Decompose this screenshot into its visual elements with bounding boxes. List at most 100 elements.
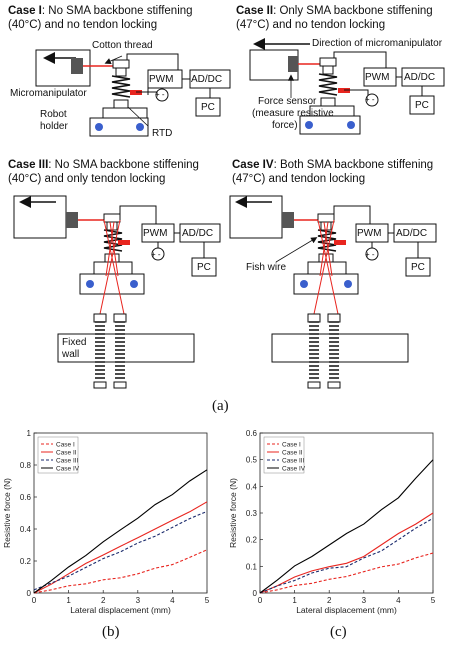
x-tick-label: 1 — [66, 596, 71, 605]
series-line-case-iii — [259, 517, 434, 594]
fixed-wall-label-1: Fixed — [62, 337, 87, 348]
pc-box — [195, 97, 221, 117]
screw-right — [113, 313, 127, 389]
plusminus-label-2: + - — [365, 95, 375, 104]
case-3-diagram — [13, 195, 221, 389]
robot-holder-label-2: holder — [40, 121, 68, 132]
y-tick-label: 0.6 — [246, 429, 258, 438]
pwm-label-3: PWM — [143, 228, 168, 239]
x-tick-label: 1 — [292, 596, 297, 605]
case-3-id: Case III — [8, 159, 49, 171]
legend-label: Case I — [56, 442, 75, 449]
legend-label: Case IV — [56, 466, 80, 473]
y-tick-label: 0.8 — [20, 461, 32, 470]
addc-label-3: AD/DC — [182, 228, 214, 239]
series-line-case-ii — [33, 501, 208, 594]
case-2-id: Case II — [236, 5, 274, 17]
y-tick-label: 0.4 — [246, 482, 258, 491]
case-2-title: Case II: Only SMA backbone stiffening (4… — [236, 4, 433, 32]
y-tick-label: 0 — [27, 589, 32, 598]
sma-spring — [111, 75, 131, 98]
plusminus-label-1: + - — [155, 90, 165, 99]
case-1-title: Case I: No SMA backbone stiffening (40°C… — [8, 4, 193, 32]
pc-label-3: PC — [197, 262, 211, 273]
screw-left — [307, 313, 321, 389]
x-tick-label: 0 — [32, 596, 37, 605]
panel-label-a: (a) — [212, 398, 229, 414]
x-tick-label: 0 — [258, 596, 263, 605]
legend-label: Case II — [56, 450, 77, 457]
force-sensor-label-2: (measure resistive — [252, 108, 334, 119]
pwm-label-1: PWM — [149, 74, 174, 85]
case-4-desc2: (47°C) and tendon locking — [232, 173, 366, 185]
x-tick-label: 4 — [396, 596, 401, 605]
force-sensor — [288, 56, 298, 72]
plusminus-label-3: + - — [151, 250, 161, 259]
x-tick-label: 5 — [205, 596, 210, 605]
fixed-wall — [271, 333, 409, 363]
gripper-block — [71, 58, 83, 74]
force-sensor-label-3: force) — [272, 120, 298, 131]
addc-label-2: AD/DC — [404, 72, 436, 83]
cotton-thread-label: Cotton thread — [92, 40, 153, 51]
series-line-case-ii — [259, 512, 434, 594]
robot-holder-label-1: Robot — [40, 109, 67, 120]
rtd-label: RTD — [152, 128, 173, 139]
fish-wire-label: Fish wire — [246, 262, 287, 273]
x-tick-label: 3 — [362, 596, 367, 605]
series-line-case-iv — [259, 459, 434, 594]
y-tick-label: 0.4 — [20, 525, 32, 534]
panel-label-c: (c) — [330, 624, 347, 640]
pwm-label-4: PWM — [357, 228, 382, 239]
legend-label: Case III — [282, 458, 305, 465]
series-line-case-iii — [33, 510, 208, 591]
series-line-case-iv — [33, 469, 208, 594]
pwm-label-2: PWM — [365, 72, 390, 83]
case-3-title: Case III: No SMA backbone stiffening (40… — [8, 158, 199, 186]
case-4-id: Case IV — [232, 159, 274, 171]
y-tick-label: 0.1 — [246, 562, 258, 571]
pc-label-2: PC — [415, 100, 429, 111]
case-3-desc2: (40°C) and only tendon locking — [8, 173, 166, 185]
y-tick-label: 0.5 — [246, 456, 258, 465]
series-line-case-i — [33, 549, 208, 594]
legend-label: Case I — [282, 442, 301, 449]
y-tick-label: 0.6 — [20, 493, 32, 502]
plot-frame — [33, 432, 208, 594]
case-2-desc1: : Only SMA backbone stiffening — [273, 5, 433, 17]
x-tick-label: 5 — [431, 596, 436, 605]
case-1-desc1: : No SMA backbone stiffening — [41, 5, 193, 17]
case-4-title: Case IV: Both SMA backbone stiffening (4… — [232, 158, 433, 186]
case-3-desc1: : No SMA backbone stiffening — [48, 159, 199, 171]
y-tick-label: 0 — [253, 589, 258, 598]
case-1-desc2: (40°C) and no tendon locking — [8, 19, 158, 31]
x-tick-label: 3 — [136, 596, 141, 605]
y-axis-label: Resistive force (N) — [228, 478, 238, 548]
x-axis-label: Lateral displacement (mm) — [70, 605, 171, 615]
screw-right — [327, 313, 341, 389]
series-line-case-i — [259, 552, 434, 594]
legend-label: Case IV — [282, 466, 306, 473]
x-axis-label: Lateral displacement (mm) — [296, 605, 397, 615]
plusminus-label-4: + - — [365, 250, 375, 259]
x-tick-label: 4 — [170, 596, 175, 605]
case-4-diagram — [229, 195, 437, 389]
force-sensor-label-1: Force sensor — [258, 96, 317, 107]
case-1-id: Case I — [8, 5, 42, 17]
pc-label-1: PC — [201, 102, 215, 113]
fixed-wall — [57, 333, 195, 363]
case-2-diagram — [249, 38, 445, 135]
screw-left — [93, 313, 107, 389]
legend-box — [37, 436, 79, 474]
case-1-diagram — [35, 49, 231, 137]
schematic-drawings — [13, 38, 445, 389]
micromanipulator-label: Micromanipulator — [10, 88, 87, 99]
legend-label: Case II — [282, 450, 303, 457]
y-tick-label: 1 — [27, 429, 32, 438]
pc-label-4: PC — [411, 262, 425, 273]
robot-holder — [89, 117, 149, 137]
panel-label-b: (b) — [102, 624, 120, 640]
addc-label-1: AD/DC — [191, 74, 223, 85]
addc-label-4: AD/DC — [396, 228, 428, 239]
